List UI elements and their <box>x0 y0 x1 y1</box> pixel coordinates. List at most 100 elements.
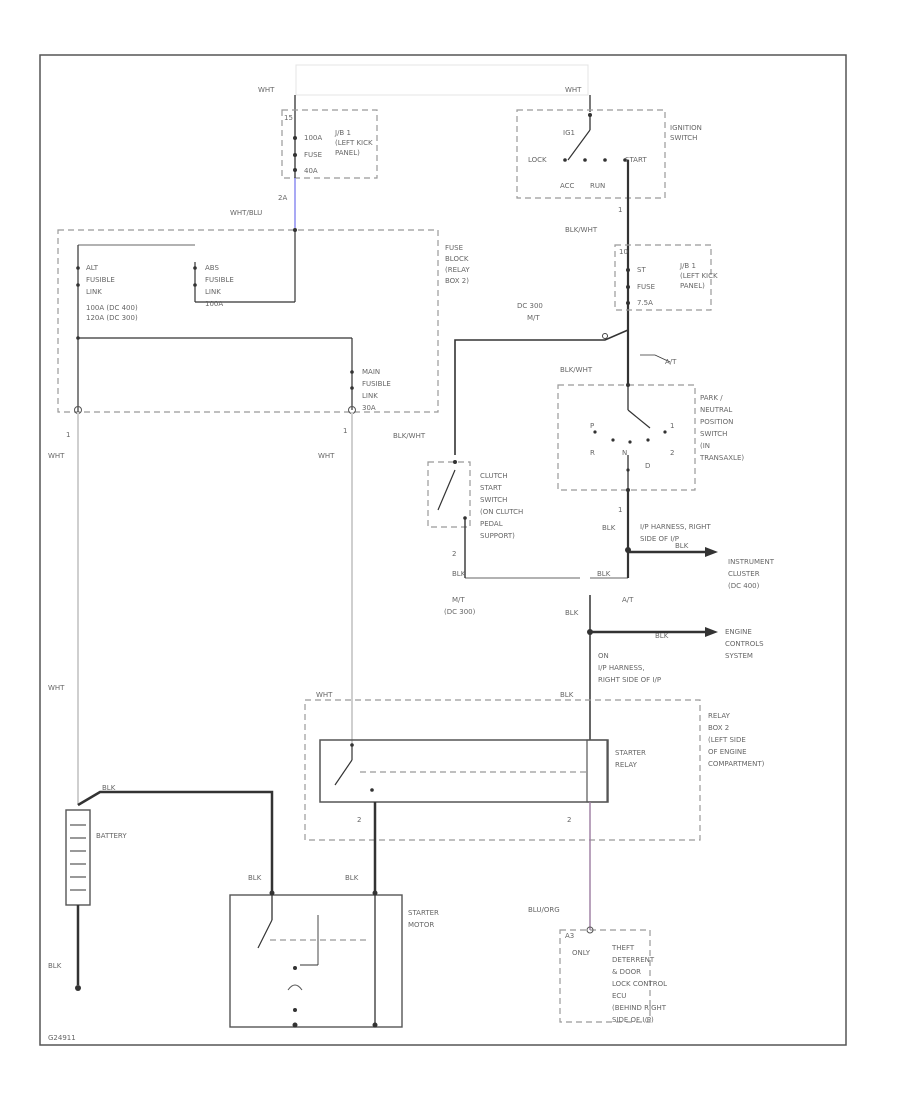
svg-text:BLK: BLK <box>102 784 116 792</box>
ignition-switch: WHT IG1 LOCK START ACC RUN IGNITION SWIT… <box>516 86 702 330</box>
svg-text:1: 1 <box>66 431 70 439</box>
svg-text:& DOOR: & DOOR <box>612 968 641 976</box>
svg-text:RELAY: RELAY <box>708 712 731 720</box>
svg-text:(LEFT KICK: (LEFT KICK <box>335 139 373 147</box>
svg-text:DC 300: DC 300 <box>517 302 543 310</box>
svg-text:(DC 300): (DC 300) <box>444 608 476 616</box>
svg-text:J/B 1: J/B 1 <box>334 129 351 137</box>
svg-text:RELAY: RELAY <box>615 761 638 769</box>
svg-text:I/P HARNESS, RIGHT: I/P HARNESS, RIGHT <box>640 523 711 531</box>
svg-text:CONTROLS: CONTROLS <box>725 640 764 648</box>
svg-text:WHT/BLU: WHT/BLU <box>230 209 262 217</box>
svg-text:2: 2 <box>357 816 361 824</box>
wire-label-blk: BLK <box>565 609 579 617</box>
svg-text:1: 1 <box>343 427 347 435</box>
starter-relay: WHT BLK STARTER RELAY RELAY BOX 2 (LEFT … <box>304 691 765 930</box>
splice-instrument: I/P HARNESS, RIGHT SIDE OF I/P BLK INSTR… <box>590 523 775 590</box>
svg-text:START: START <box>625 156 647 164</box>
svg-text:FUSIBLE: FUSIBLE <box>86 276 115 284</box>
svg-text:D: D <box>645 462 650 470</box>
svg-text:SWITCH: SWITCH <box>700 430 727 438</box>
svg-text:RUN: RUN <box>590 182 605 190</box>
svg-text:1: 1 <box>618 206 622 214</box>
svg-text:ABS: ABS <box>205 264 219 272</box>
svg-text:POSITION: POSITION <box>700 418 733 426</box>
splice-engine: BLK ENGINE CONTROLS SYSTEM ON I/P HARNES… <box>587 627 764 684</box>
svg-text:PANEL): PANEL) <box>335 149 360 157</box>
wire-label-wht-3: WHT <box>318 452 335 460</box>
svg-text:BLU/ORG: BLU/ORG <box>528 906 560 914</box>
svg-text:CLUSTER: CLUSTER <box>728 570 760 578</box>
svg-text:N: N <box>622 449 627 457</box>
svg-text:LOCK CONTROL: LOCK CONTROL <box>612 980 667 988</box>
svg-text:BLK: BLK <box>655 632 669 640</box>
svg-text:(LEFT SIDE: (LEFT SIDE <box>708 736 746 744</box>
svg-text:SUPPORT): SUPPORT) <box>480 532 515 540</box>
svg-text:15: 15 <box>284 114 293 122</box>
svg-text:FUSE: FUSE <box>304 151 322 159</box>
svg-text:BLK: BLK <box>248 874 262 882</box>
svg-text:(BEHIND RIGHT: (BEHIND RIGHT <box>612 1004 667 1012</box>
svg-text:NEUTRAL: NEUTRAL <box>700 406 732 414</box>
svg-text:MAIN: MAIN <box>362 368 380 376</box>
svg-text:ONLY: ONLY <box>572 949 591 957</box>
svg-text:CLUTCH: CLUTCH <box>480 472 508 480</box>
svg-text:120A (DC 300): 120A (DC 300) <box>86 314 138 322</box>
svg-text:COMPARTMENT): COMPARTMENT) <box>708 760 765 768</box>
svg-text:30A: 30A <box>362 404 376 412</box>
svg-text:2: 2 <box>452 550 456 558</box>
figure-code: G24911 <box>48 1034 76 1042</box>
clutch-start-switch: 2 CLUTCH START SWITCH (ON CLUTCH PEDAL S… <box>427 460 580 616</box>
svg-text:LINK: LINK <box>86 288 102 296</box>
fuse-st: 10 ST FUSE 7.5A J/B 1 (LEFT KICK PANEL) <box>614 244 718 311</box>
svg-text:ENGINE: ENGINE <box>725 628 752 636</box>
svg-text:STARTER: STARTER <box>408 909 439 917</box>
svg-text:BLK: BLK <box>597 570 611 578</box>
svg-text:LINK: LINK <box>205 288 221 296</box>
svg-text:2A: 2A <box>278 194 287 202</box>
svg-text:BLK: BLK <box>452 570 466 578</box>
svg-text:OF ENGINE: OF ENGINE <box>708 748 747 756</box>
svg-text:IGNITION: IGNITION <box>670 124 702 132</box>
svg-text:2: 2 <box>670 449 674 457</box>
svg-text:IG1: IG1 <box>563 129 575 137</box>
svg-text:STARTER: STARTER <box>615 749 646 757</box>
wire-label-at: A/T <box>622 596 634 604</box>
svg-text:M/T: M/T <box>452 596 465 604</box>
svg-text:WHT: WHT <box>316 691 333 699</box>
svg-text:ST: ST <box>637 266 646 274</box>
svg-text:100A: 100A <box>304 134 322 142</box>
svg-text:(ON CLUTCH: (ON CLUTCH <box>480 508 523 516</box>
svg-text:BLK: BLK <box>345 874 359 882</box>
svg-text:1: 1 <box>670 422 674 430</box>
svg-text:BLK/WHT: BLK/WHT <box>393 432 426 440</box>
fuse-block-relay-box: WHT/BLU 2A ALT FUSIBLE LINK 100A (DC 400… <box>57 194 470 440</box>
svg-text:FUSIBLE: FUSIBLE <box>362 380 391 388</box>
svg-text:R: R <box>590 449 595 457</box>
svg-text:PEDAL: PEDAL <box>480 520 503 528</box>
svg-text:A3: A3 <box>565 932 574 940</box>
starter-motor: BLK BLK STARTER MOTOR <box>229 874 439 1028</box>
svg-text:(RELAY: (RELAY <box>445 266 470 274</box>
wire-label-wht-2: WHT <box>48 684 65 692</box>
svg-text:BOX 2): BOX 2) <box>445 277 469 285</box>
svg-text:PARK /: PARK / <box>700 394 723 402</box>
svg-text:100A: 100A <box>205 300 223 308</box>
svg-text:(DC 400): (DC 400) <box>728 582 760 590</box>
svg-text:(LEFT KICK: (LEFT KICK <box>680 272 718 280</box>
svg-text:I/P HARNESS,: I/P HARNESS, <box>598 664 645 672</box>
fuse-jb1-top: WHT 15 100A FUSE 40A J/B 1 (LEFT KICK PA… <box>258 86 378 228</box>
diagram-border <box>39 54 847 1046</box>
svg-text:ON: ON <box>598 652 609 660</box>
svg-text:ALT: ALT <box>86 264 99 272</box>
wire-label: WHT <box>258 86 275 94</box>
svg-text:INSTRUMENT: INSTRUMENT <box>728 558 775 566</box>
svg-text:TRANSAXLE): TRANSAXLE) <box>699 454 744 462</box>
svg-text:BLK: BLK <box>675 542 689 550</box>
svg-text:2: 2 <box>567 816 571 824</box>
svg-text:P: P <box>590 422 594 430</box>
svg-text:1: 1 <box>618 506 622 514</box>
svg-text:BLK: BLK <box>48 962 62 970</box>
svg-text:100A (DC 400): 100A (DC 400) <box>86 304 138 312</box>
svg-text:SWITCH: SWITCH <box>670 134 697 142</box>
